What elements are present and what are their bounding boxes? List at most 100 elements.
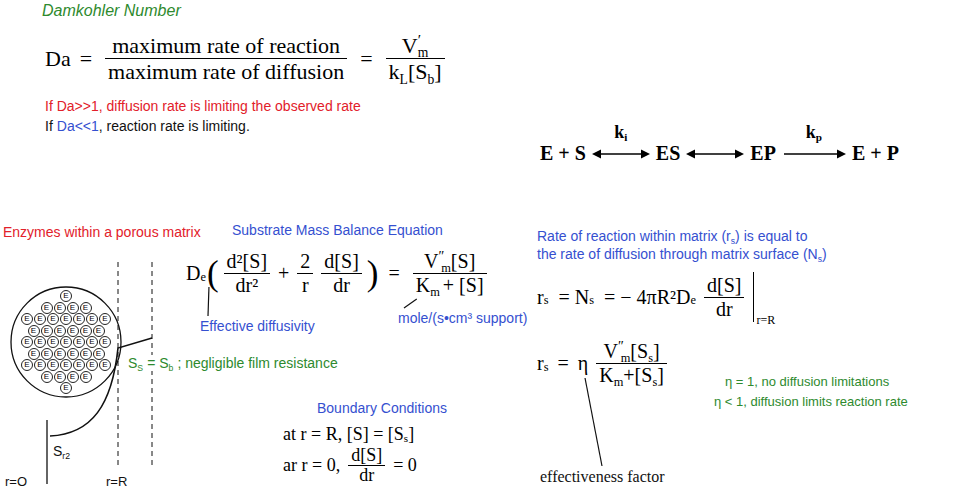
enzyme-circle: E [54, 325, 66, 337]
section-heading: Substrate Mass Balance Equation [232, 222, 443, 238]
drawing-part [735, 149, 744, 158]
enzyme-circle: E [67, 371, 79, 383]
drawing-part [692, 153, 738, 155]
enzyme-circle: E [54, 348, 66, 360]
equation-symbol: = S [147, 355, 168, 371]
enzyme-circle: E [67, 302, 79, 314]
arrow-symbol [686, 148, 744, 160]
equation-symbol: e [691, 293, 697, 308]
enzyme-label: E [102, 361, 107, 369]
equation-symbol: p [816, 131, 822, 143]
heading-text: Substrate Mass Balance Equation [232, 222, 443, 238]
note-line: IfDa<<1, reaction rate is limiting. [45, 118, 250, 134]
enzyme-circle: E [86, 359, 98, 371]
equation-symbol: V [424, 250, 438, 273]
equation-symbol: ] [653, 340, 660, 363]
equation-symbol: m [430, 285, 440, 299]
boundary-condition: at r = R, [S] = [Ss] [283, 424, 414, 445]
boundary-condition: ar r = 0, d[S]dr = 0 [283, 446, 417, 485]
fraction: V″m[S]Km+ [S] [413, 250, 487, 297]
enzyme-circle: E [86, 313, 98, 325]
equation-symbol: S [53, 443, 62, 459]
enzyme-label: E [70, 373, 75, 381]
enzyme-label: E [70, 304, 75, 312]
denominator: maximum rate of diffusion [105, 59, 347, 84]
drawing-part [686, 149, 695, 158]
enzyme-circle: E [60, 382, 72, 394]
equation-symbol: D [186, 262, 200, 285]
equation-symbol: s [652, 375, 657, 389]
equation-symbol: s [818, 254, 822, 264]
section-heading: Rate of reaction within matrix (rs) is e… [537, 228, 807, 244]
enzyme-label: E [70, 327, 75, 335]
fraction: maximum rate of reactionmaximum rate of … [105, 33, 347, 85]
enzyme-label: E [57, 350, 62, 358]
drawing-part [784, 153, 838, 155]
enzyme-circle: E [34, 359, 46, 371]
note-line: If Da>>1, diffusion rate is limiting the… [45, 98, 361, 114]
forward-arrow: kp [782, 148, 846, 160]
equation-symbol: = − 4πR²D [604, 286, 690, 309]
equation-symbol: m [418, 45, 429, 61]
equation-symbol: ( [207, 256, 219, 291]
equation-symbol: k [614, 122, 624, 142]
heading-text: Enzymes within a porous matrix [3, 224, 201, 240]
equation-symbol: K [599, 364, 613, 387]
enzyme-circle: E [34, 336, 46, 348]
enzyme-label: E [83, 304, 88, 312]
fraction-bar [386, 58, 445, 59]
axis-label: r=O [5, 474, 27, 489]
equation-symbol: ) is equal to [735, 228, 807, 244]
enzyme-label: E [24, 315, 29, 323]
arrow-symbol [782, 148, 846, 160]
enzyme-circle: E [99, 359, 111, 371]
equation-symbol: ] [408, 424, 414, 445]
section-heading: the rate of diffusion through matrix sur… [537, 246, 827, 262]
equation-symbol: = [80, 46, 92, 72]
fraction: d[S]dr [321, 250, 361, 297]
denominator: dr [713, 298, 736, 321]
rate-constant: ki [614, 122, 627, 143]
numerator: d²[S] [224, 250, 270, 273]
species-text: E + S [540, 142, 586, 165]
equation-text: maximum rate of diffusion [108, 59, 344, 84]
enzyme-label: E [83, 350, 88, 358]
equation-symbol: 2 [300, 250, 310, 273]
species-text: ES [656, 142, 680, 165]
equation-symbol: s [544, 360, 549, 375]
equation-symbol: d[S] [351, 446, 382, 465]
porous-matrix-bead [11, 287, 121, 397]
equation-symbol: + [S] [443, 274, 484, 297]
equation-text: maximum rate of reaction [112, 33, 340, 58]
equation-symbol: at r = R, [S] = [S [283, 424, 404, 445]
mass-balance-equation: De ( d²[S]dr² + 2r d[S]dr ) = V″m[S]Km+ … [186, 250, 491, 297]
callout: effectiveness factor [540, 468, 665, 486]
equation-symbol: dr [359, 466, 374, 485]
equation-symbol: s [648, 351, 653, 365]
fraction-bar [105, 58, 347, 59]
enzyme-circle: E [28, 348, 40, 360]
enzyme-circle: E [80, 302, 92, 314]
axis-label: r=R [106, 474, 127, 489]
fraction: d[S]dr [704, 274, 744, 321]
enzyme-label: E [37, 361, 42, 369]
heading-text: Damkohler Number [42, 2, 181, 19]
surface-dashed-line [118, 262, 119, 468]
drawing-part [592, 149, 601, 158]
equation-symbol: = [558, 352, 569, 375]
enzyme-circle: E [80, 325, 92, 337]
enzyme-label: E [89, 338, 94, 346]
enzyme-circle: E [47, 336, 59, 348]
equation-symbol: dr [333, 274, 350, 297]
axis-label-text: r=R [106, 474, 127, 489]
note-text: η = 1, no diffusion limitations [725, 374, 889, 389]
equation-symbol: m [441, 261, 451, 275]
enzyme-circle: E [67, 348, 79, 360]
denominator: Km+ [S] [413, 274, 487, 297]
denominator: Km+[Ss] [596, 364, 667, 387]
denominator: dr [356, 466, 377, 485]
equation-symbol: b [169, 363, 174, 373]
fraction-bar [596, 363, 667, 364]
denominator: r [299, 274, 312, 297]
